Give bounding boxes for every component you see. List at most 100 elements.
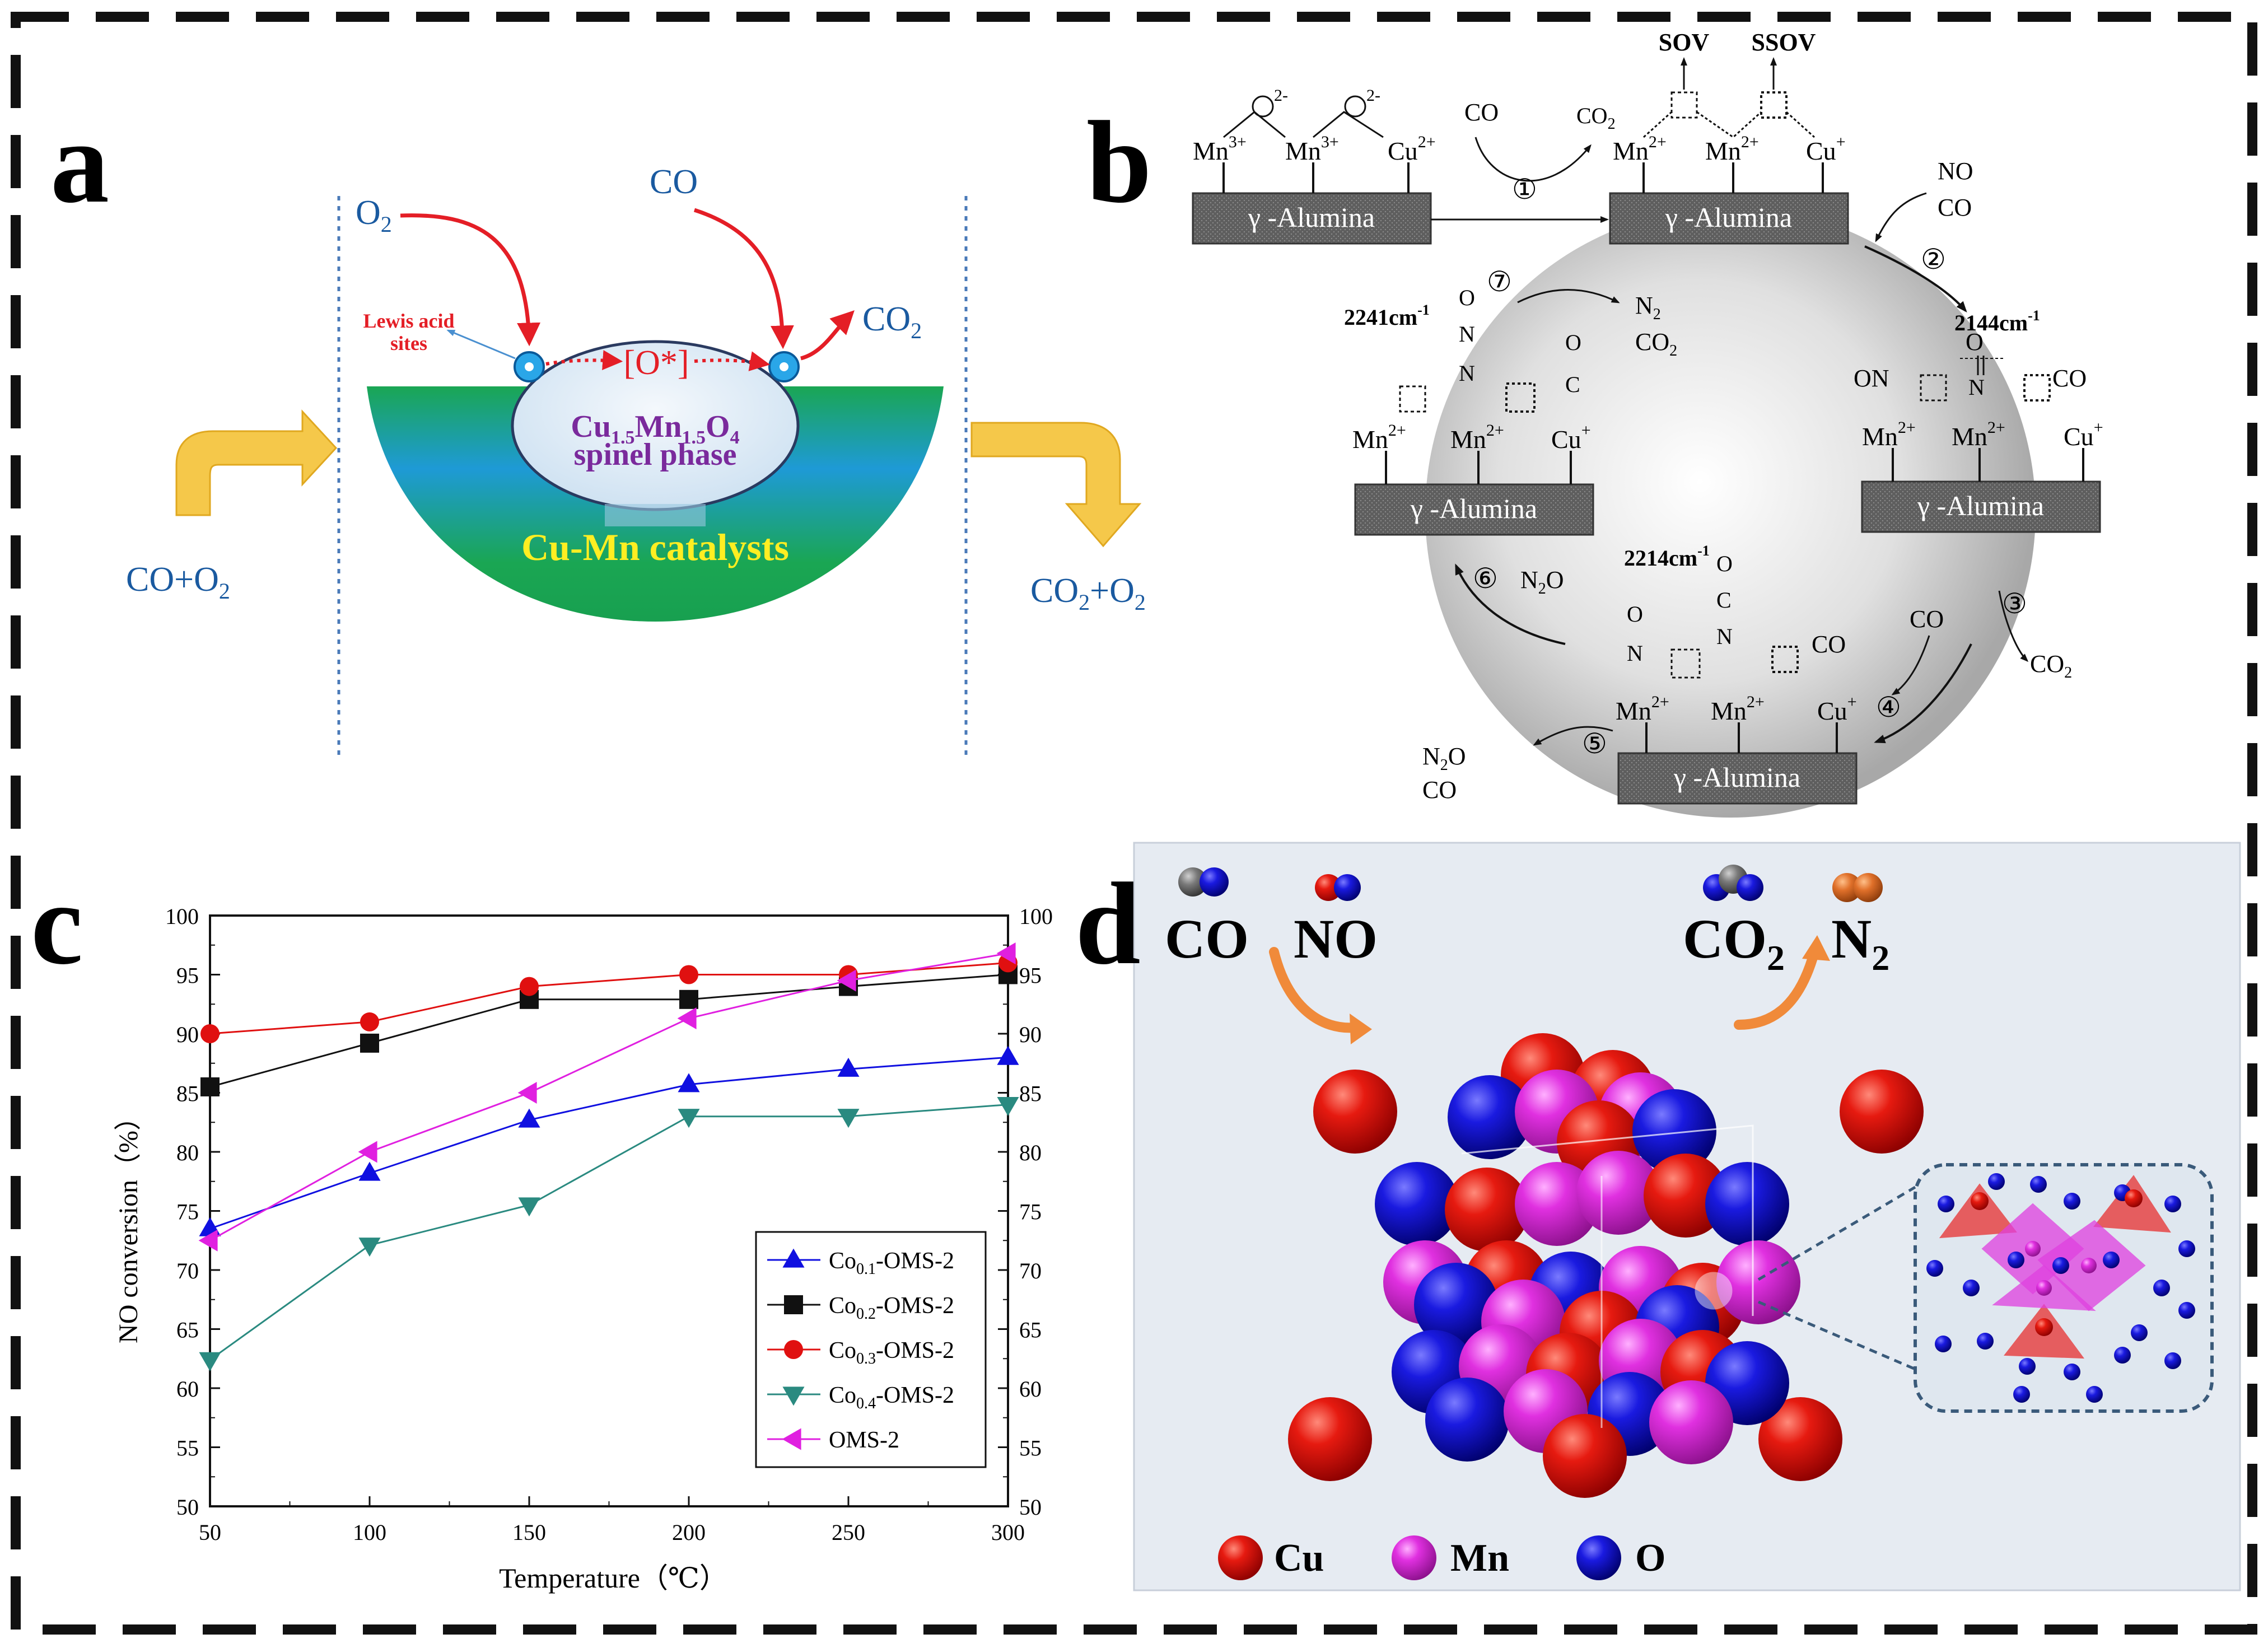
panel-b: b γ -Alumina Mn3+ Mn3+ Cu2+ 2- 2- CO ① xyxy=(1086,29,2103,818)
legend-label: OMS-2 xyxy=(829,1427,899,1453)
data-point xyxy=(679,965,698,984)
data-point xyxy=(200,1077,220,1096)
mn2-left-1: Mn2+ xyxy=(1352,421,1406,454)
inset-o-atom xyxy=(2114,1347,2131,1364)
inset-o-atom xyxy=(1938,1196,1954,1212)
mn2-right-1: Mn2+ xyxy=(1862,418,1916,451)
n-top-right: N xyxy=(1968,375,1985,400)
data-point xyxy=(358,1161,381,1181)
x-tick-label: 200 xyxy=(672,1520,706,1545)
o-left-2: O xyxy=(1565,330,1581,355)
orange-arrow-in-head xyxy=(1350,1014,1372,1044)
y-tick-label-right: 90 xyxy=(1019,1022,1042,1047)
alumina-label-right: γ -Alumina xyxy=(1917,490,2044,521)
o-star-label: [O*] xyxy=(623,344,689,382)
data-point xyxy=(837,1109,860,1128)
y-tick-label-right: 50 xyxy=(1019,1495,1042,1520)
state-right: γ -Alumina 2144cm-1 ON O N CO Mn2+ Mn2+ … xyxy=(1854,307,2103,533)
data-point xyxy=(678,1073,700,1093)
inset-o-atom xyxy=(2103,1252,2120,1268)
spinel-phase-label: spinel phase xyxy=(574,437,737,472)
inset-o-atom xyxy=(2064,1193,2080,1210)
cell-edge xyxy=(1461,1124,1754,1316)
y-tick-label-right: 70 xyxy=(1019,1258,1042,1283)
y-tick-label-right: 95 xyxy=(1019,963,1042,988)
inset-o-atom xyxy=(1935,1336,1952,1352)
y-tick-label-left: 60 xyxy=(176,1376,199,1402)
legend-label: Co0.3-OMS-2 xyxy=(829,1338,954,1367)
co2-arrow xyxy=(800,310,855,361)
series-1 xyxy=(200,965,1018,1096)
cu-atom xyxy=(1840,1070,1924,1154)
cu-atom xyxy=(1288,1397,1372,1481)
data-point xyxy=(677,1007,697,1030)
series-line xyxy=(209,961,1009,1035)
co-arrow xyxy=(693,208,794,349)
o-atom xyxy=(1448,1075,1532,1159)
output-yellow-arrow xyxy=(970,422,1142,548)
step4-cycle-arrow xyxy=(1874,643,1972,744)
data-point xyxy=(837,969,856,992)
series-3 xyxy=(199,1097,1019,1371)
alumina-label-top: γ -Alumina xyxy=(1665,202,1792,233)
cu1-left: Cu+ xyxy=(1551,421,1591,454)
data-point xyxy=(996,942,1016,965)
series-line xyxy=(209,1056,1009,1230)
y-tick-label-right: 85 xyxy=(1019,1081,1042,1107)
inset-mn-atom xyxy=(2025,1241,2041,1257)
data-point xyxy=(837,1057,860,1077)
n2-molecule-label: N2 xyxy=(1831,908,1889,978)
inset-o-atom xyxy=(2086,1386,2103,1403)
spinel-shadow xyxy=(605,504,706,526)
state-left: γ -Alumina 2241cm-1 Mn2+ Mn2+ Cu+ O N N … xyxy=(1344,285,1594,536)
cu1-bottom: Cu+ xyxy=(1817,693,1857,725)
x-tick-label: 300 xyxy=(991,1520,1025,1545)
o-left: O xyxy=(1459,285,1475,310)
mn3-left: Mn3+ xyxy=(1193,133,1247,165)
spinel-formula: Cu1.5Mn1.5O4 xyxy=(571,409,739,448)
cu1-top: Cu+ xyxy=(1806,133,1846,165)
data-point xyxy=(520,977,539,996)
step5-arrow-out xyxy=(1533,726,1613,746)
outer-dashed-border xyxy=(11,12,2257,1635)
inset-connector-top xyxy=(1757,1185,1916,1281)
panel-d: d CO NO CO2 N2 Cu Mn O xyxy=(1075,842,2241,1591)
step3-arrow-out xyxy=(1998,590,2029,662)
start-state: γ -Alumina Mn3+ Mn3+ Cu2+ 2- 2- CO ① xyxy=(1192,86,1609,245)
input-yellow-arrow xyxy=(175,409,338,516)
output-label: CO2+O2 xyxy=(1030,572,1146,615)
no-oxygen-ball xyxy=(1315,874,1342,901)
co-step4: CO xyxy=(1910,605,1944,633)
on-label: ON xyxy=(1854,365,1889,392)
co2-release-top: CO2 xyxy=(1576,103,1616,133)
legend-label-sub: 0.3 xyxy=(856,1350,876,1367)
alumina-block-top xyxy=(1609,192,1849,245)
step2-label: ② xyxy=(1921,244,1946,275)
panel-a-letter: a xyxy=(50,97,109,227)
legend-label-suffix: -OMS-2 xyxy=(876,1248,954,1274)
panel-c-letter: c xyxy=(31,859,83,989)
orange-arrow-in xyxy=(1269,947,1360,1033)
mn2-bottom-1: Mn2+ xyxy=(1616,693,1669,725)
o2-label: O2 xyxy=(356,194,392,237)
series-4 xyxy=(198,942,1016,1252)
x-tick-label: 100 xyxy=(353,1520,386,1545)
x-tick-label: 50 xyxy=(199,1520,221,1545)
inset-mn-atom xyxy=(2036,1280,2052,1296)
co2-label: CO2 xyxy=(862,300,922,343)
inset-cu-atom xyxy=(2035,1318,2053,1336)
inset-o-atom xyxy=(2178,1240,2195,1257)
mn2-top-left: Mn2+ xyxy=(1613,133,1667,165)
wn-2144: 2144cm-1 xyxy=(1954,307,2040,335)
inset-o-atom xyxy=(2178,1302,2195,1319)
legend-mn-ball xyxy=(1392,1535,1436,1580)
legend-label-main: OMS-2 xyxy=(829,1427,899,1453)
series-0 xyxy=(199,1045,1019,1236)
co-carbon-ball xyxy=(1178,867,1207,897)
cu1-right: Cu+ xyxy=(2064,418,2103,451)
input-label: CO+O2 xyxy=(126,561,230,604)
legend-label-main: Co xyxy=(829,1383,856,1408)
data-point xyxy=(518,1108,540,1128)
co2-step3: CO2 xyxy=(2030,650,2072,681)
